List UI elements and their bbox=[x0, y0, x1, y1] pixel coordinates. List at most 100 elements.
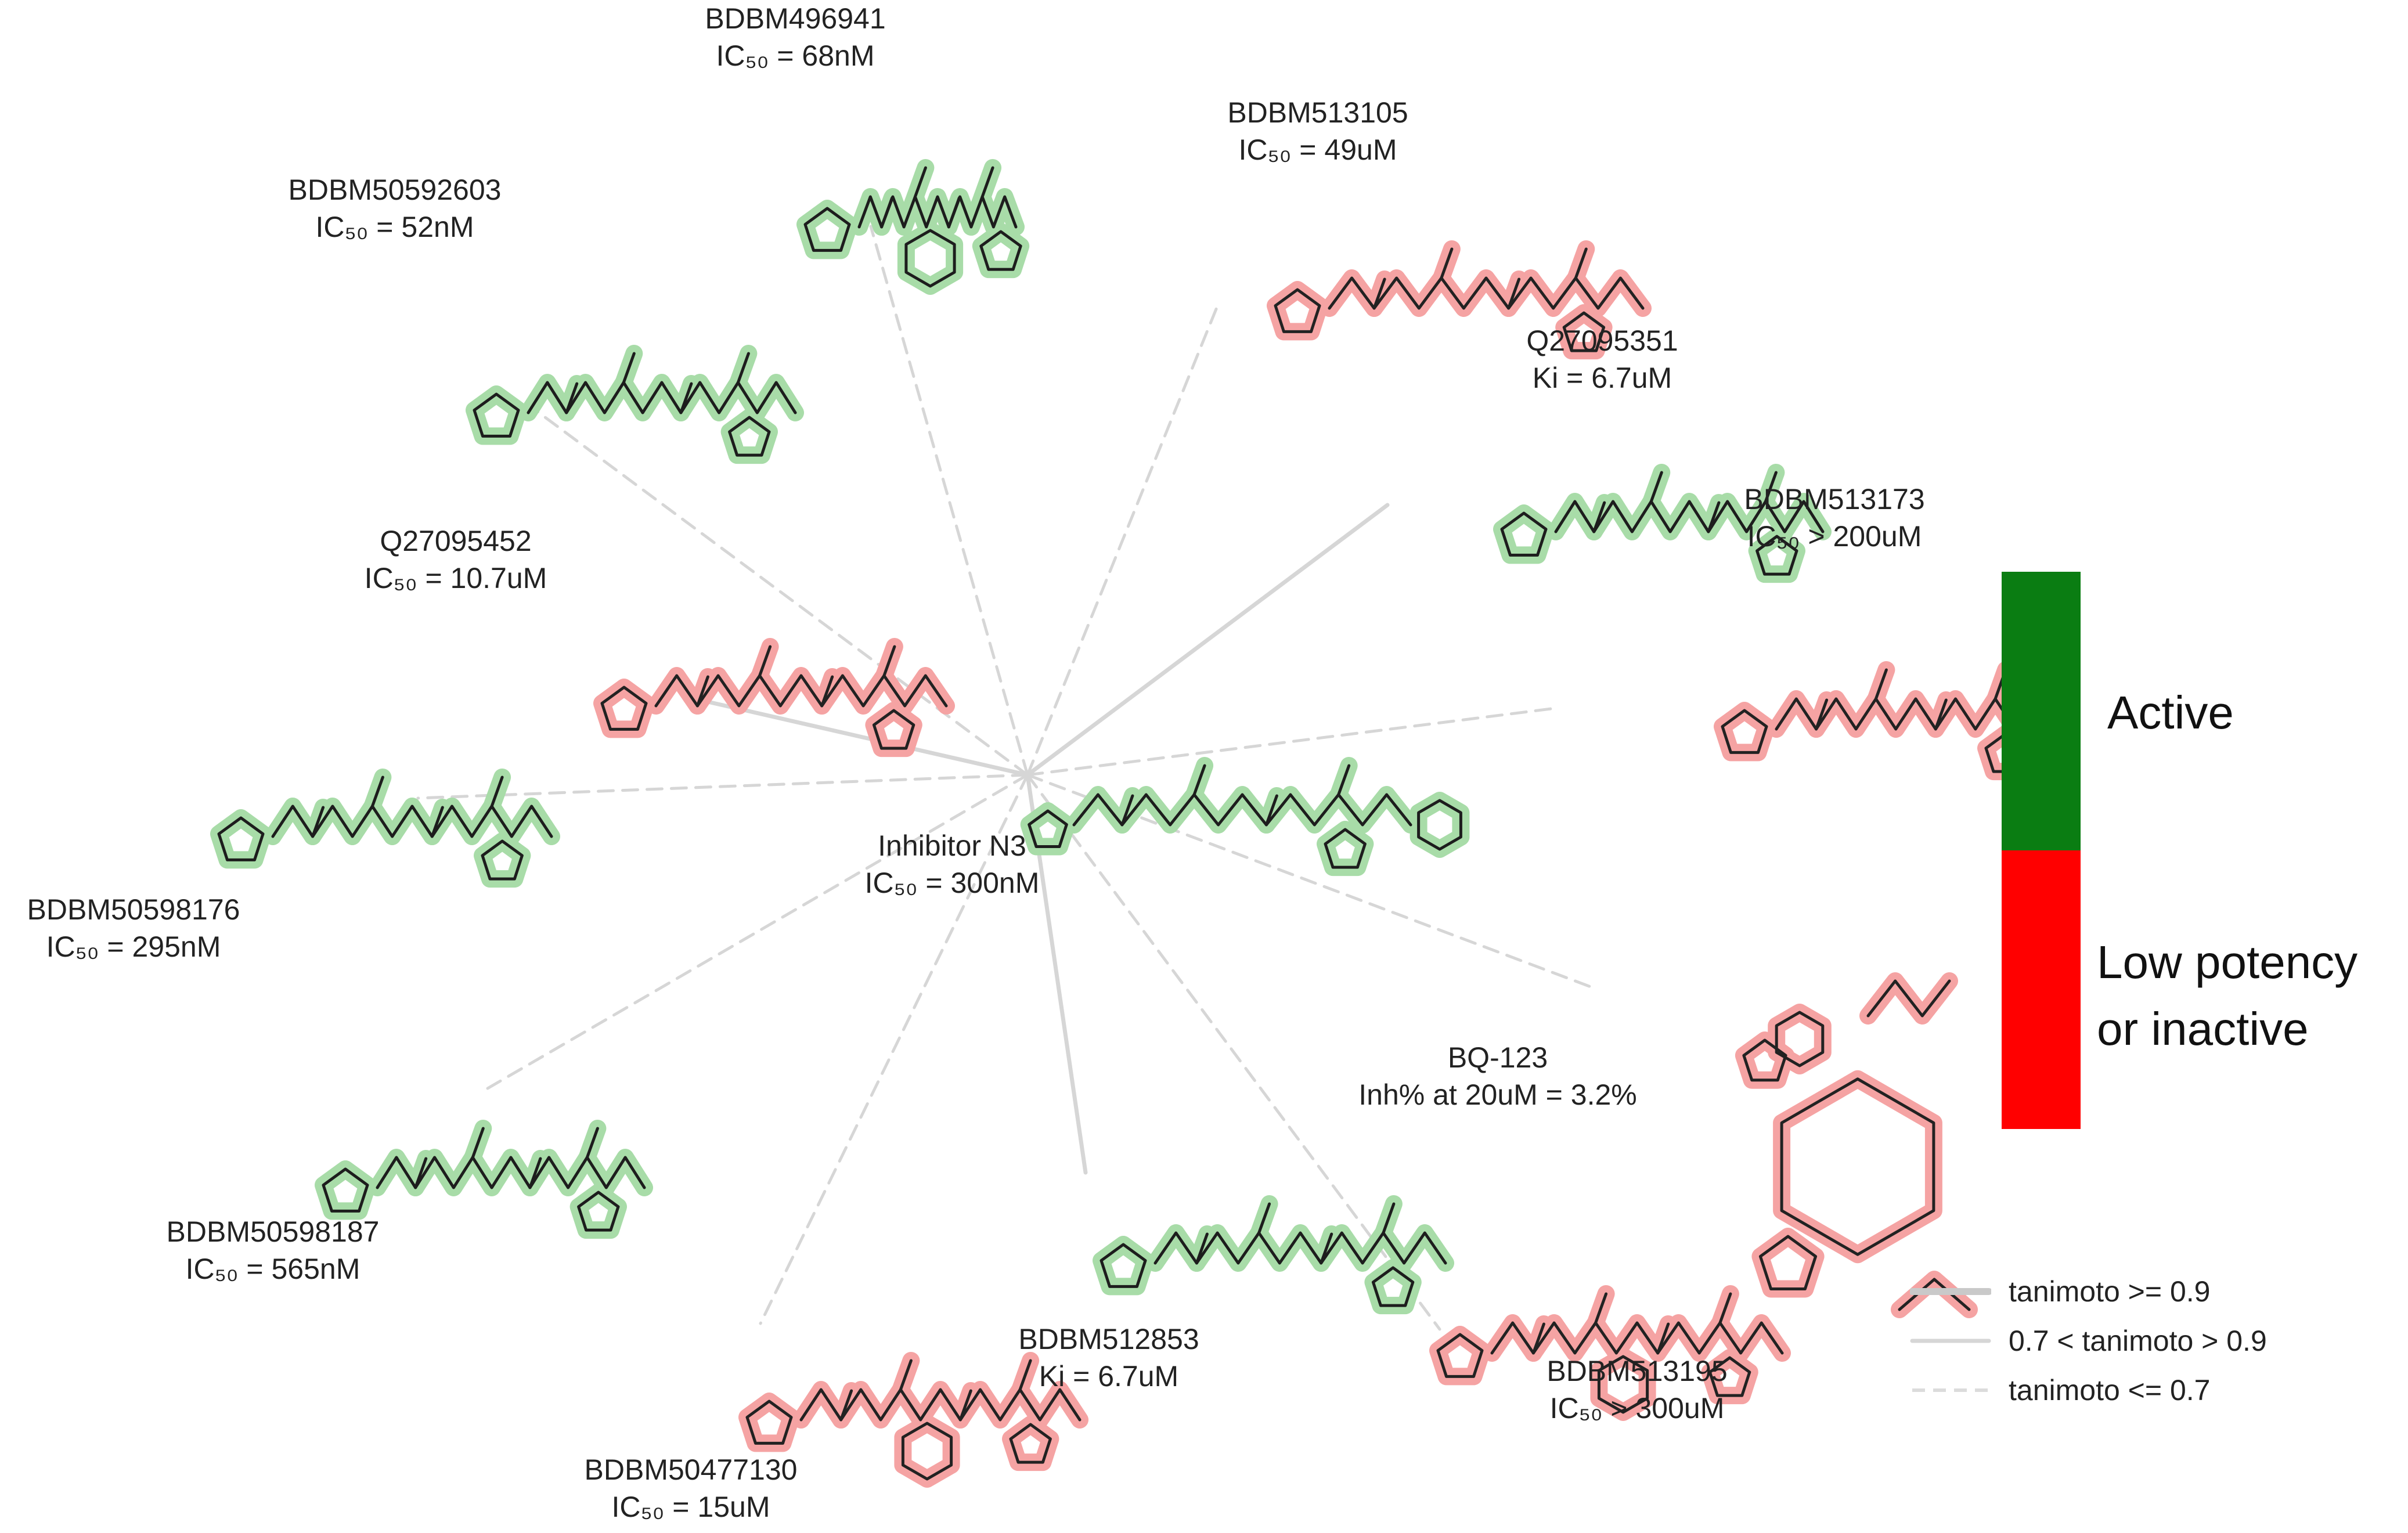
structure-bonds bbox=[736, 352, 750, 384]
structure-bonds bbox=[414, 1157, 428, 1189]
structure-bonds bbox=[947, 196, 961, 229]
similarity-edge-c7 bbox=[416, 773, 1029, 800]
similarity-edge-c12 bbox=[759, 773, 1029, 1325]
molecule-c2[interactable] bbox=[1267, 240, 1652, 360]
structure-bonds bbox=[1594, 1292, 1608, 1325]
molecule-c4[interactable] bbox=[1493, 464, 1832, 583]
compound-measure: IC₅₀ = 49uM bbox=[1238, 134, 1397, 166]
structure-bonds bbox=[1372, 277, 1386, 310]
legend-active-label: Active bbox=[2107, 687, 2234, 738]
molecule-c10[interactable] bbox=[1093, 1195, 1454, 1315]
structure-bonds bbox=[1562, 311, 1606, 352]
center-compound-label[interactable]: Inhibitor N3 IC₅₀ = 300nM bbox=[807, 827, 1097, 901]
structure-bonds bbox=[311, 806, 325, 838]
compound-label-c5[interactable]: Q27095452 IC₅₀ = 10.7uM bbox=[325, 522, 586, 597]
compound-label-c9[interactable]: BDBM50598187 IC₅₀ = 565nM bbox=[128, 1213, 418, 1287]
structure-bonds bbox=[370, 775, 384, 808]
compound-label-c11[interactable]: BDBM513195 IC₅₀ > 300uM bbox=[1498, 1352, 1776, 1427]
compound-label-c6[interactable]: BDBM513173 IC₅₀ > 200uM bbox=[1684, 481, 1985, 555]
structure-bonds bbox=[1072, 793, 1412, 827]
structure-bonds bbox=[1554, 500, 1825, 533]
structure-bonds bbox=[1192, 764, 1206, 796]
structure-bonds bbox=[913, 166, 927, 199]
dashed-line-icon bbox=[1912, 1388, 1989, 1392]
molecule-c3[interactable] bbox=[466, 345, 804, 464]
structure-bonds bbox=[1898, 1278, 1971, 1311]
structure-bonds bbox=[745, 1399, 793, 1445]
legend-similarity-low: tanimoto <= 0.7 bbox=[1910, 1373, 2210, 1408]
compound-label-c3[interactable]: BDBM50592603 IC₅₀ = 52nM bbox=[232, 171, 557, 246]
molecule-c11[interactable] bbox=[1429, 1285, 1791, 1421]
legend-similarity-high: tanimoto >= 0.9 bbox=[1910, 1274, 2210, 1309]
structure-bonds bbox=[1153, 1231, 1447, 1265]
structure-bonds bbox=[1195, 1232, 1209, 1265]
structure-bonds bbox=[1742, 1038, 1787, 1082]
compound-label-c2[interactable]: BDBM513105 IC₅₀ = 49uM bbox=[1167, 94, 1469, 168]
structure-bonds bbox=[376, 1156, 646, 1189]
structure-bonds bbox=[1440, 247, 1454, 280]
compound-label-c4[interactable]: Q27095351 Ki = 6.7uM bbox=[1475, 322, 1730, 396]
structure-bonds bbox=[654, 674, 948, 708]
center-compound-measure: IC₅₀ = 300nM bbox=[864, 867, 1040, 899]
structure-bonds bbox=[803, 207, 851, 252]
structure-bonds bbox=[904, 229, 956, 288]
compound-label-c8[interactable]: BQ-123 Inh% at 20uM = 3.2% bbox=[1318, 1039, 1678, 1113]
compound-measure: Ki = 6.7uM bbox=[1039, 1360, 1179, 1393]
structure-bonds bbox=[1815, 698, 1829, 731]
structure-bonds bbox=[490, 775, 504, 808]
structure-bonds bbox=[271, 805, 553, 838]
molecule-c9[interactable] bbox=[315, 1120, 653, 1239]
structure-bonds bbox=[958, 1389, 972, 1422]
structure-bonds bbox=[1780, 1077, 1935, 1256]
compound-name: BDBM50592603 bbox=[288, 174, 502, 206]
compound-name: BDBM496941 bbox=[705, 2, 886, 35]
structure-bonds bbox=[980, 166, 994, 199]
structure-bonds bbox=[979, 230, 1022, 271]
structure-bonds bbox=[872, 709, 915, 750]
similarity-edge-c6 bbox=[1026, 706, 1558, 777]
compound-measure: IC₅₀ = 565nM bbox=[185, 1253, 361, 1285]
structure-bonds bbox=[527, 381, 797, 414]
structure-bonds bbox=[600, 686, 648, 731]
structure-bonds bbox=[1649, 471, 1663, 503]
structure-bonds bbox=[1718, 1292, 1732, 1325]
compound-measure: IC₅₀ = 295nM bbox=[46, 930, 221, 963]
molecule-c7[interactable] bbox=[210, 769, 560, 888]
structure-bonds bbox=[728, 416, 771, 457]
compound-name: Q27095351 bbox=[1526, 324, 1678, 357]
molecule-c8[interactable] bbox=[1735, 972, 1978, 1318]
structure-bonds bbox=[528, 1157, 542, 1189]
compound-name: BQ-123 bbox=[1447, 1041, 1548, 1074]
compound-label-c12[interactable]: BDBM50477130 IC₅₀ = 15uM bbox=[540, 1451, 842, 1525]
structure-bonds bbox=[882, 645, 896, 677]
structure-bonds bbox=[695, 675, 709, 708]
compound-label-c1[interactable]: BDBM496941 IC₅₀ = 68nM bbox=[644, 0, 946, 74]
legend-inactive-label-2: or inactive bbox=[2097, 1003, 2309, 1055]
structure-bonds bbox=[1721, 709, 1768, 754]
structure-bonds bbox=[1874, 668, 1888, 701]
molecule-center[interactable] bbox=[1020, 757, 1470, 876]
structure-bonds bbox=[430, 806, 444, 838]
compound-name: BDBM50598187 bbox=[166, 1215, 380, 1248]
structure-bonds bbox=[1009, 1423, 1052, 1464]
compound-label-c7[interactable]: BDBM50598176 IC₅₀ = 295nM bbox=[0, 891, 267, 965]
structure-bonds bbox=[1417, 799, 1462, 851]
structure-bonds bbox=[1758, 1235, 1818, 1290]
structure-bonds bbox=[1324, 828, 1367, 869]
compound-label-c10[interactable]: BDBM512853 Ki = 6.7uM bbox=[969, 1321, 1248, 1395]
structure-bonds bbox=[1934, 698, 1948, 731]
compound-name: BDBM50477130 bbox=[584, 1453, 798, 1486]
structure-bonds bbox=[1500, 511, 1548, 557]
structure-bonds bbox=[899, 1359, 913, 1391]
molecule-c12[interactable] bbox=[738, 1352, 1088, 1488]
compound-measure: IC₅₀ = 10.7uM bbox=[364, 562, 547, 594]
structure-bonds bbox=[1100, 1243, 1147, 1288]
structure-bonds bbox=[481, 839, 524, 881]
structure-bonds bbox=[1274, 288, 1321, 333]
molecule-c1[interactable] bbox=[796, 159, 1030, 295]
structure-bonds bbox=[1018, 1359, 1032, 1391]
structure-bonds bbox=[1755, 535, 1798, 576]
legend-inactive-label-1: Low potency bbox=[2097, 936, 2358, 988]
molecule-c5[interactable] bbox=[593, 638, 955, 758]
